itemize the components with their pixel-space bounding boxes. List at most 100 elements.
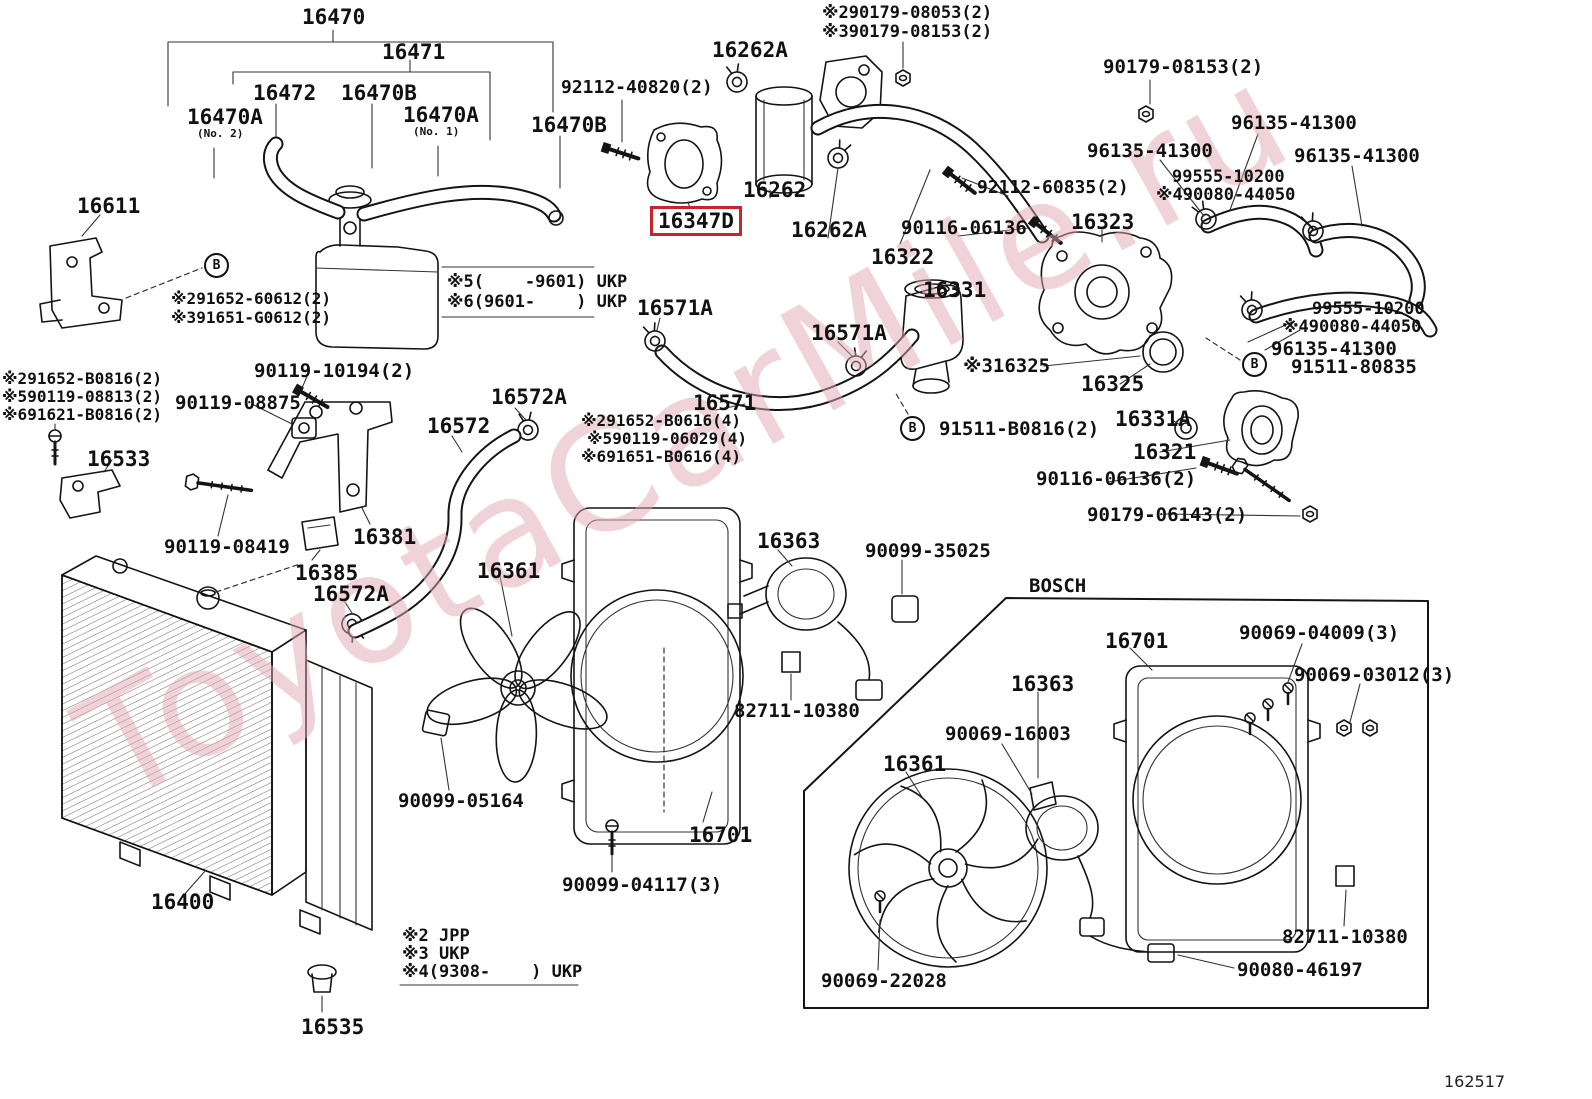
part-number-label: 16571A bbox=[811, 321, 887, 345]
part-number-label: 16571A bbox=[637, 296, 713, 320]
part-number-label: 96135-41300 bbox=[1271, 338, 1397, 360]
part-number-label: 92112-60835(2) bbox=[977, 177, 1129, 198]
part-number-label: 16400 bbox=[151, 890, 215, 914]
inlet-hose-assembly bbox=[722, 41, 1066, 249]
part-number-label: 16361 bbox=[477, 559, 541, 583]
part-number-label: 16331A bbox=[1115, 407, 1191, 431]
part-number-label: (No. 2) bbox=[197, 127, 244, 140]
callout-marker: B bbox=[1242, 352, 1267, 377]
part-number-label: 96135-41300 bbox=[1087, 140, 1213, 162]
part-number-label: 90069-16003 bbox=[945, 723, 1071, 745]
part-number-label: 16572 bbox=[427, 414, 491, 438]
part-number-label: 90080-46197 bbox=[1237, 959, 1363, 981]
part-number-label: ※291652-B0816(2) bbox=[2, 369, 163, 388]
part-number-label: 16322 bbox=[871, 245, 935, 269]
fan-shroud-center bbox=[561, 507, 753, 845]
part-number-label: ※490080-44050 bbox=[1282, 317, 1422, 337]
part-number-label: ※291652-60612(2) bbox=[171, 289, 332, 308]
gasket-16347 bbox=[646, 122, 723, 209]
part-number-label: ※391651-G0612(2) bbox=[171, 308, 332, 327]
spec-table-rules bbox=[399, 266, 595, 986]
part-number-label: 16572A bbox=[313, 582, 389, 606]
part-number-label: ※691621-B0816(2) bbox=[2, 405, 163, 424]
fan-shroud-right bbox=[1113, 647, 1321, 953]
part-number-label: ※6(9601- ) UKP bbox=[447, 292, 628, 312]
part-number-label: 90119-08419 bbox=[164, 536, 290, 558]
part-number-label: 91511-B0816(2) bbox=[939, 418, 1100, 440]
part-number-label: 90179-06143(2) bbox=[1087, 504, 1248, 526]
part-number-label: 90116-06136 bbox=[901, 217, 1027, 239]
part-number-label: 16611 bbox=[77, 194, 141, 218]
part-number-label: ※2 JPP bbox=[402, 926, 470, 946]
part-number-label: 16470B bbox=[341, 81, 417, 105]
part-number-label: 90069-22028 bbox=[821, 970, 947, 992]
fan-center bbox=[426, 575, 608, 783]
part-number-label: 16361 bbox=[883, 752, 947, 776]
callout-marker: B bbox=[204, 253, 229, 278]
part-number-label: 16331 bbox=[923, 278, 987, 302]
part-number-label: 90099-05164 bbox=[398, 790, 524, 812]
part-number-label: 90099-35025 bbox=[865, 540, 991, 562]
part-number-label: 16572A bbox=[491, 385, 567, 409]
part-number-label: 90099-04117(3) bbox=[562, 874, 723, 896]
part-number-label: 16701 bbox=[689, 823, 753, 847]
fan-right bbox=[848, 768, 1048, 968]
part-number-label: ※291652-B0616(4) bbox=[581, 411, 742, 430]
part-number-label: 16262 bbox=[743, 178, 807, 202]
part-number-label: 16262A bbox=[791, 218, 867, 242]
heater-hoses bbox=[1138, 79, 1438, 351]
part-number-label: ※3 UKP bbox=[402, 944, 470, 964]
part-number-label: 90179-08153(2) bbox=[1103, 56, 1264, 78]
part-number-label: 16325 bbox=[1081, 372, 1145, 396]
part-number-label: ※316325 bbox=[963, 355, 1051, 377]
part-number-label: 90116-06136(2) bbox=[1036, 468, 1197, 490]
part-number-label: 99555-10200 bbox=[1172, 167, 1285, 187]
part-number-label: ※290179-08053(2) bbox=[822, 3, 993, 23]
manufacturer-label: BOSCH bbox=[1029, 575, 1087, 597]
radiator bbox=[61, 555, 373, 1013]
part-number-label: 92112-40820(2) bbox=[561, 77, 713, 98]
part-number-label: 16385 bbox=[295, 561, 359, 585]
part-number-label: ※390179-08153(2) bbox=[822, 22, 993, 42]
part-number-label: 16262A bbox=[712, 38, 788, 62]
figure-number: 162517 bbox=[1444, 1072, 1506, 1091]
part-number-label: 16533 bbox=[87, 447, 151, 471]
part-number-label: ※590119-06029(4) bbox=[587, 429, 748, 448]
part-number-label: 16472 bbox=[253, 81, 317, 105]
fan-motor-right bbox=[1001, 691, 1149, 953]
part-number-label: 16323 bbox=[1071, 210, 1135, 234]
reservoir-tank bbox=[262, 136, 564, 350]
part-number-label: 16571 bbox=[693, 391, 757, 415]
part-number-label: 82711-10380 bbox=[1282, 926, 1408, 948]
highlighted-part-label: 16347D bbox=[650, 206, 742, 237]
part-number-label: 16471 bbox=[382, 40, 446, 64]
part-number-label: 16321 bbox=[1133, 440, 1197, 464]
part-number-label: 96135-41300 bbox=[1294, 145, 1420, 167]
part-number-label: 16381 bbox=[353, 525, 417, 549]
bracket-16611 bbox=[39, 214, 203, 329]
part-number-label: ※590119-08813(2) bbox=[2, 387, 163, 406]
part-number-label: ※490080-44050 bbox=[1156, 185, 1296, 205]
part-number-label: 91511-80835 bbox=[1291, 356, 1417, 378]
part-number-label: 82711-10380 bbox=[734, 700, 860, 722]
leader-lines-top-left bbox=[167, 29, 642, 189]
part-number-label: 90119-08875 bbox=[175, 392, 301, 414]
part-number-label: 16363 bbox=[1011, 672, 1075, 696]
bosch-assembly bbox=[803, 597, 1429, 1009]
mount-brackets bbox=[47, 373, 541, 645]
part-number-label: 16470A bbox=[187, 105, 263, 129]
part-number-label: 90119-10194(2) bbox=[254, 360, 415, 382]
part-number-label: 16470A bbox=[403, 103, 479, 127]
water-inlet-housing bbox=[1038, 229, 1318, 523]
water-outlet-and-hose bbox=[638, 279, 964, 415]
part-number-label: ※691651-B0616(4) bbox=[581, 447, 742, 466]
part-number-label: ※4(9308- ) UKP bbox=[402, 962, 583, 982]
part-number-label: (No. 1) bbox=[413, 125, 460, 138]
part-number-label: 16363 bbox=[757, 529, 821, 553]
part-number-label: 16470B bbox=[531, 113, 607, 137]
part-number-label: 16701 bbox=[1105, 629, 1169, 653]
part-number-label: 16470 bbox=[302, 5, 366, 29]
